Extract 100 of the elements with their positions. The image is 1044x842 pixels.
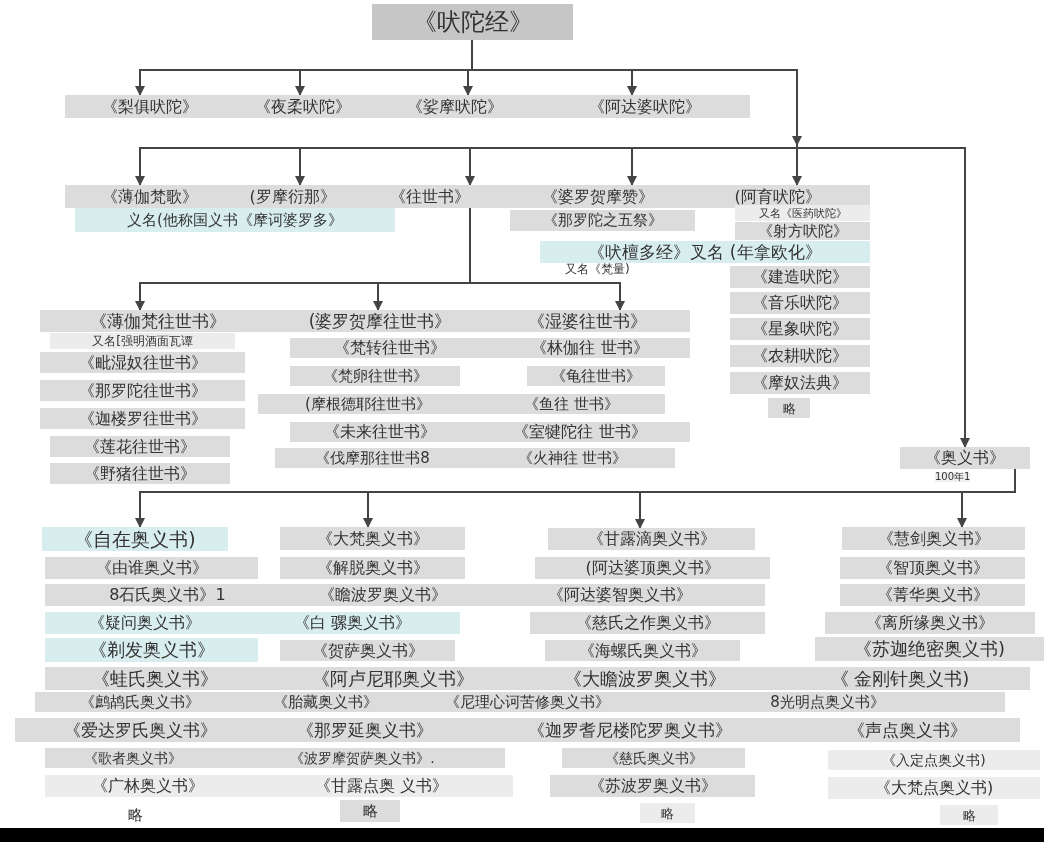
title-box xyxy=(730,372,870,394)
title-text: 《火神往 世书》 xyxy=(517,450,628,466)
title-box xyxy=(735,205,870,221)
title-text: 《慈氏之作奥义书》 xyxy=(575,615,720,631)
title-text: 《迦楼罗往世书》 xyxy=(78,410,207,427)
title-box xyxy=(50,463,230,484)
title-text: 《毗湿奴往世书》 xyxy=(78,354,207,371)
title-box xyxy=(40,380,245,401)
title-box xyxy=(290,338,490,358)
title-text: 《爱达罗氏奥义书》 xyxy=(63,721,217,739)
title-text: 《摩奴法典》 xyxy=(752,375,848,391)
title-box xyxy=(470,448,675,468)
title-box xyxy=(275,448,470,468)
title-box xyxy=(42,527,228,551)
title-text: 《湿婆往世书》 xyxy=(528,312,647,330)
title-box xyxy=(50,333,235,349)
note-text: 又名《梵量) xyxy=(565,263,630,275)
title-text: 《那罗陀之五祭》 xyxy=(542,213,663,228)
title-text: 《夜柔吠陀》 xyxy=(254,98,351,115)
title-box xyxy=(340,800,400,822)
title-box xyxy=(45,667,265,690)
title-box xyxy=(45,557,258,579)
title-text: 《那罗陀往世书》 xyxy=(78,382,207,399)
title-text: 《农耕吠陀》 xyxy=(752,348,848,364)
title-text: 《胎藏奥义书》 xyxy=(272,694,378,710)
title-text: 《剃发奥义书》 xyxy=(88,641,215,659)
title-text: (阿达婆顶奥义书》 xyxy=(585,560,720,576)
title-box xyxy=(280,557,465,579)
title-box xyxy=(40,310,275,332)
title-text: 《离所缘奥义书》 xyxy=(866,615,994,631)
title-box xyxy=(545,640,740,661)
title-text: 《广林奥义书》 xyxy=(91,778,204,794)
title-box xyxy=(258,394,478,414)
title-box xyxy=(45,584,290,606)
title-box xyxy=(290,366,460,386)
title-box xyxy=(530,612,765,634)
title-box xyxy=(562,748,745,768)
title-text: 《射方吠陀》 xyxy=(757,223,848,239)
title-text: 8光明点奥义书》 xyxy=(770,694,885,710)
title-box xyxy=(65,185,235,208)
title-text: 《婆罗贺摩赞》 xyxy=(541,188,654,205)
title-text: 《瞻波罗奥义书》 xyxy=(318,587,447,603)
title-box xyxy=(840,557,1025,579)
title-text: 《波罗摩贺萨奥义书》. xyxy=(290,751,435,765)
title-text: 《室犍陀往 世书》 xyxy=(513,424,647,440)
title-box xyxy=(815,637,1044,661)
title-text: 《娑摩吠陀》 xyxy=(407,98,503,115)
title-text: 《自在奥义书) xyxy=(74,529,196,549)
title-text: 略 xyxy=(127,807,143,823)
title-text: 《智顶奥义书》 xyxy=(876,560,989,576)
title-text: 《海螺氏奥义书》 xyxy=(578,642,707,659)
title-text: 《白 骡奥义书》 xyxy=(293,615,412,631)
title-text: 《大瞻波罗奥义书》 xyxy=(564,669,726,688)
title-box xyxy=(527,366,665,386)
title-box xyxy=(650,692,1005,712)
title-text: 《疑问奥义书》 xyxy=(89,615,201,631)
title-box xyxy=(475,584,765,606)
title-text: (摩根德耶往世书》 xyxy=(305,396,431,412)
title-text: 《音乐吠陀》 xyxy=(752,295,848,311)
title-box xyxy=(768,398,810,418)
title-text: 《声点奥义书》 xyxy=(848,721,967,739)
title-box xyxy=(40,352,245,373)
title-text: 又名《医药吠陀》 xyxy=(758,207,847,219)
title-text: 《未来往世书》 xyxy=(324,424,436,440)
note-text: 100年1 xyxy=(935,472,971,482)
title-box xyxy=(548,528,755,550)
title-text: 《林伽往 世书》 xyxy=(531,340,649,356)
title-box xyxy=(730,292,870,314)
title-text: 《伐摩那往世书8 xyxy=(315,450,430,466)
arrow xyxy=(957,468,1016,528)
title-text: 《 金刚针奥义书) xyxy=(830,669,970,688)
title-text: 《尼理心诃苦修奥义书》 xyxy=(445,694,610,710)
title-box xyxy=(40,408,245,429)
title-text: 《龟往世书》 xyxy=(551,368,641,384)
title-box xyxy=(842,527,1025,550)
title-text: 《甘露点奥 义书》 xyxy=(314,778,449,794)
title-text: 义名(他称国义书《摩诃婆罗多》 xyxy=(127,212,343,228)
title-text: 《入定点奥义书) xyxy=(882,753,986,767)
title-text: 《蛙氏奥义书》 xyxy=(92,669,218,688)
title-box xyxy=(730,318,870,340)
title-box xyxy=(730,266,870,288)
title-text: 略 xyxy=(962,808,976,822)
title-text: 《吠檀多经》叉名 (年拿欧化》 xyxy=(588,243,822,261)
title-text: 略 xyxy=(782,401,796,415)
title-text: 《慈氏奥义书》 xyxy=(604,751,703,765)
title-box xyxy=(840,584,1025,606)
title-text: 《梨俱吠陀》 xyxy=(102,98,198,115)
title-box xyxy=(245,612,460,634)
title-text: 《阿达婆吠陀》 xyxy=(589,98,701,115)
title-text: 略 xyxy=(362,803,378,819)
title-text: (罗摩衍那》 xyxy=(249,188,336,205)
title-text: 《贺萨奥义书》 xyxy=(311,642,424,659)
title-text: (婆罗贺摩往世书》 xyxy=(308,312,452,330)
title-text: 《歌者奥义书》 xyxy=(83,751,182,765)
title-text: 《大梵点奥义书) xyxy=(874,780,994,796)
title-text: (阿育吠陀》 xyxy=(734,188,821,205)
title-text: 《阿达婆智奥义书》 xyxy=(548,587,692,603)
title-text: 《梵卵往世书》 xyxy=(322,368,428,384)
title-box xyxy=(220,748,505,768)
title-text: 《甘露滴奥义书》 xyxy=(587,531,716,547)
